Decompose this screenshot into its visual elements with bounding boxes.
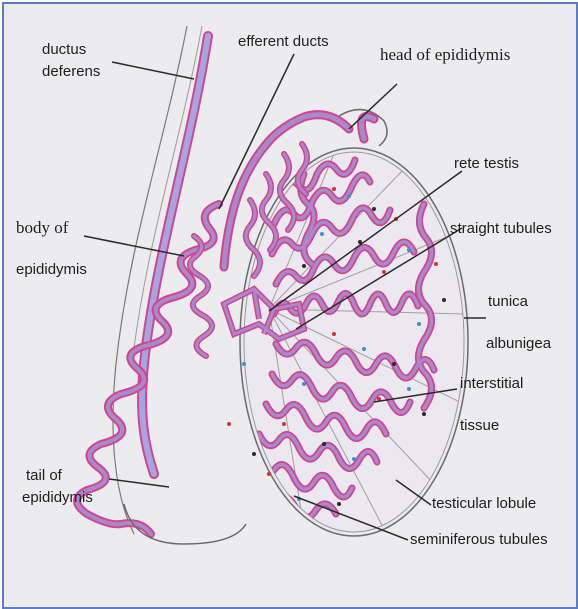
label-straight-tubules: straight tubules bbox=[450, 221, 552, 236]
label-albunigea: albunigea bbox=[486, 336, 551, 351]
label-epididymis-tail: epididymis bbox=[22, 490, 93, 505]
label-deferens: deferens bbox=[42, 64, 100, 79]
label-seminiferous-tubules: seminiferous tubules bbox=[410, 532, 548, 547]
label-epididymis-body: epididymis bbox=[16, 262, 87, 277]
label-efferent-ducts: efferent ducts bbox=[238, 34, 329, 49]
spermatic-cord-outline-inner bbox=[132, 26, 202, 364]
label-tissue: tissue bbox=[460, 418, 499, 433]
label-tail-of: tail of bbox=[26, 468, 62, 483]
label-rete-testis: rete testis bbox=[454, 156, 519, 171]
label-interstitial: interstitial bbox=[460, 376, 523, 391]
label-body-of: body of bbox=[16, 219, 68, 236]
label-tunica: tunica bbox=[488, 294, 528, 309]
label-ductus: ductus bbox=[42, 42, 86, 57]
label-head-of-epididymis: head of epididymis bbox=[380, 46, 510, 63]
label-testicular-lobule: testicular lobule bbox=[432, 496, 536, 511]
